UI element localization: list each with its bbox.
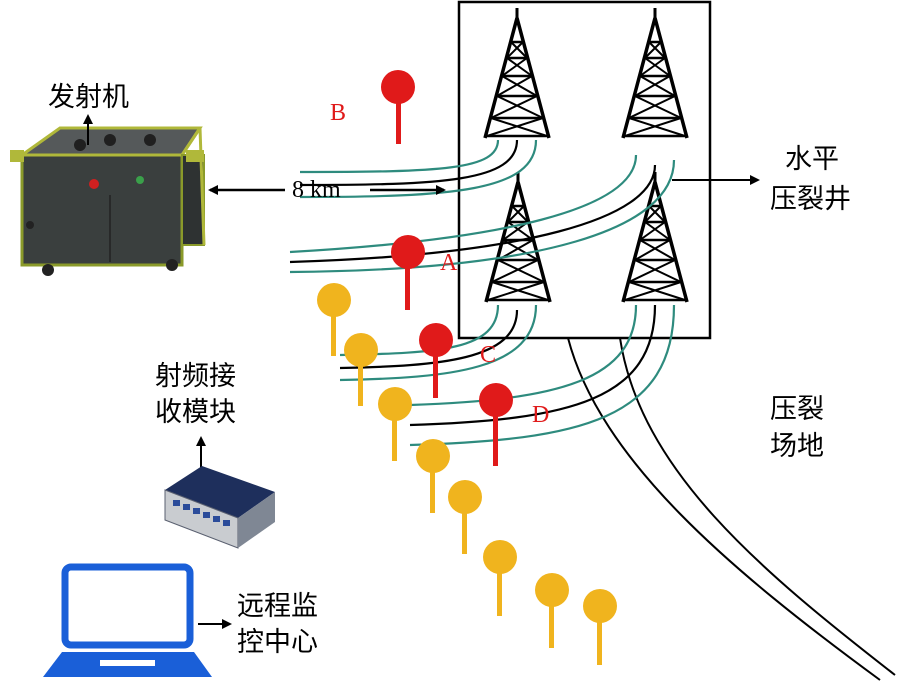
site-label-line2: 场地 [770,431,824,462]
site-label-line1: 压裂 [770,394,824,425]
red-pin-icon [381,70,415,144]
yellow-pin-icon [483,540,517,616]
red-markers [381,70,513,466]
tower-icon [621,6,689,140]
well-pad-box [457,0,712,340]
yellow-pin-icon [583,589,617,665]
tower-icon [621,170,689,304]
horizontal-wells [289,139,676,447]
well-label-line2: 压裂井 [770,184,851,215]
well-label-line1: 水平 [785,144,839,175]
tower-icon [483,6,551,140]
receiver-module-icon [164,466,275,549]
yellow-pin-icon [344,333,378,406]
receiver-label-line2: 收模块 [155,397,236,428]
point-label-b: B [330,100,346,126]
distance-indicator: 8 km [208,177,446,203]
laptop-icon [43,563,212,677]
monitor-label-line2: 控中心 [237,627,318,658]
red-pin-icon [391,235,425,310]
transmitter-label: 发射机 [48,82,129,113]
red-pin-icon [419,323,453,398]
distance-label: 8 km [292,177,341,203]
yellow-pin-icon [317,283,351,356]
monitor-label-line1: 远程监 [237,591,318,622]
transmitter-machine [10,126,206,276]
yellow-pin-icon [378,387,412,461]
red-pin-icon [479,383,513,466]
receiver-label-line1: 射频接 [155,361,236,392]
yellow-pin-icon [416,439,450,513]
fracture-site-lines [567,337,896,681]
drilling-towers [483,6,689,304]
yellow-pin-icon [535,573,569,648]
point-label-c: C [480,342,496,368]
yellow-pin-icon [448,480,482,554]
point-label-a: A [440,250,458,276]
yellow-markers [317,283,617,665]
point-label-d: D [532,402,549,428]
